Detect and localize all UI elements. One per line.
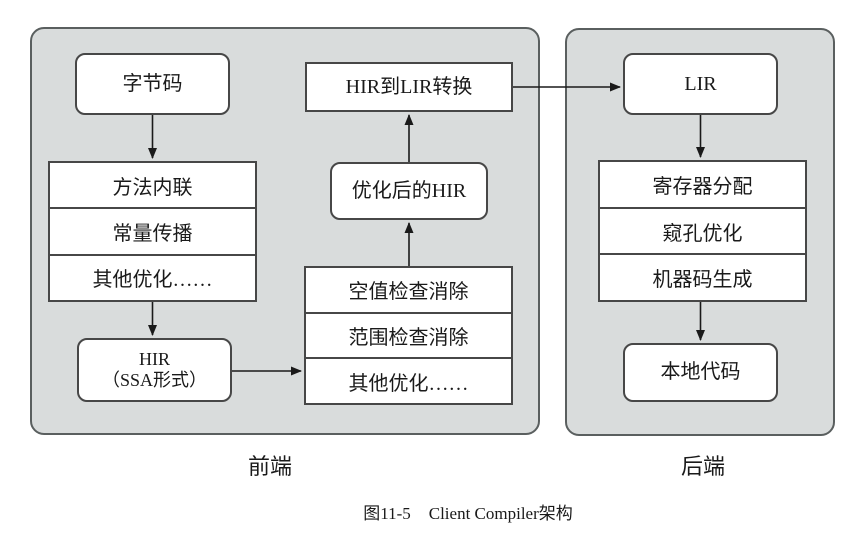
native-code-node: 本地代码 (623, 343, 778, 402)
figure-caption: 图11-5 Client Compiler架构 (72, 499, 864, 524)
frontend-opt-other: 其他优化…… (50, 253, 255, 300)
lir-node: LIR (623, 53, 778, 115)
backend-stage-machine-code-generation: 机器码生成 (600, 253, 805, 300)
hir-label: HIR (139, 349, 170, 370)
optimized-hir-node: 优化后的HIR (330, 162, 488, 220)
mid-opt-other: 其他优化…… (306, 357, 511, 403)
backend-panel-label: 后端 (680, 454, 725, 479)
hir-node: HIR （SSA形式） (77, 338, 232, 402)
bytecode-label: 字节码 (122, 72, 183, 95)
optimized-hir-label: 优化后的HIR (351, 179, 467, 202)
hir-ssa-sublabel: （SSA形式） (101, 370, 208, 390)
backend-stage-register-allocation: 寄存器分配 (652, 175, 753, 198)
frontend-panel-label: 前端 (247, 454, 292, 479)
frontend-opts-stack: 方法内联 常量传播 其他优化…… (48, 161, 257, 302)
hir-to-lir-node: HIR到LIR转换 (305, 62, 513, 112)
figure-number: 图11-5 (363, 504, 411, 523)
lir-label: LIR (684, 72, 717, 95)
backend-stages-stack: 寄存器分配 窥孔优化 机器码生成 (598, 160, 807, 302)
frontend-opt-constant-propagation: 常量传播 (50, 207, 255, 253)
native-code-label: 本地代码 (660, 361, 741, 383)
backend-stage-peephole-optimization: 窥孔优化 (600, 206, 805, 254)
frontend-opt-method-inlining: 方法内联 (112, 176, 193, 199)
hir-to-lir-label: HIR到LIR转换 (345, 75, 473, 98)
mid-opt-range-check-elimination: 范围检查消除 (306, 311, 511, 358)
bytecode-node: 字节码 (75, 53, 230, 115)
figure-title: Client Compiler架构 (428, 504, 573, 523)
mid-opts-stack: 空值检查消除 范围检查消除 其他优化…… (304, 266, 513, 405)
mid-opt-null-check-elimination: 空值检查消除 (348, 281, 469, 304)
